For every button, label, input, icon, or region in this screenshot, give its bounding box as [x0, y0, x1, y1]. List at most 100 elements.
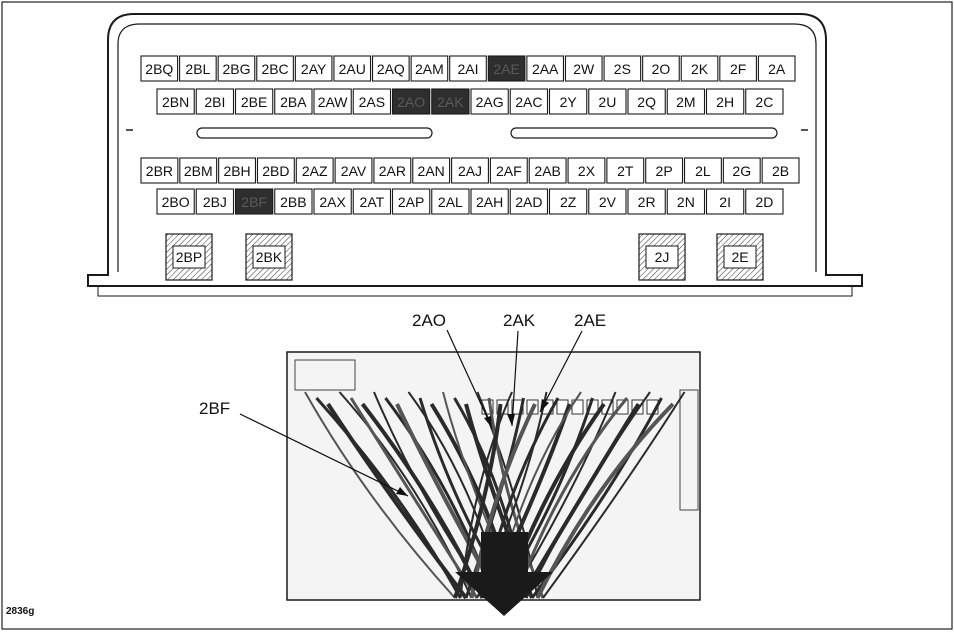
pin-2ah: 2AH: [470, 188, 509, 215]
pin-label: 2BO: [162, 194, 190, 210]
pin-2bm: 2BM: [179, 157, 218, 184]
connector-photo: [286, 351, 701, 616]
callout-2ae: 2AE: [539, 311, 606, 413]
pin-2am: 2AM: [410, 55, 449, 82]
power-pin-2e: 2E: [716, 233, 764, 281]
pin-2br: 2BR: [140, 157, 179, 184]
pin-2b: 2B: [761, 157, 800, 184]
pin-2t: 2T: [606, 157, 645, 184]
pin-2f: 2F: [719, 55, 757, 82]
pin-2i: 2I: [705, 188, 745, 215]
socket: [616, 399, 629, 415]
pin-2ae: 2AE: [487, 55, 526, 82]
callout-label: 2BF: [199, 399, 230, 418]
pin-2av: 2AV: [334, 157, 373, 184]
pin-2bc: 2BC: [256, 55, 294, 82]
pin-2bg: 2BG: [217, 55, 256, 82]
power-pin-2bk: 2BK: [245, 233, 293, 281]
wire: [459, 391, 513, 599]
pin-label: 2AF: [496, 163, 522, 179]
pin-2bb: 2BB: [274, 188, 313, 215]
callout-label: 2AK: [503, 311, 536, 330]
pin-label: 2AB: [534, 163, 560, 179]
pin-2an: 2AN: [412, 157, 451, 184]
pin-label: 2AD: [515, 194, 542, 210]
connector-housing: [87, 13, 863, 297]
wire: [535, 402, 675, 599]
pin-label: 2G: [732, 163, 751, 179]
pin-label: 2X: [578, 163, 596, 179]
pin-2ab: 2AB: [528, 157, 567, 184]
pin-label: 2BJ: [203, 194, 227, 210]
pin-label: 2AK: [437, 94, 464, 110]
callout-2ao: 2AO: [412, 311, 493, 429]
pin-label: 2AH: [476, 194, 503, 210]
pin-label: 2BF: [241, 194, 267, 210]
pin-label: 2O: [652, 61, 671, 77]
down-arrow-icon: [455, 532, 553, 616]
pin-label: 2T: [617, 163, 634, 179]
pin-label: 2AS: [359, 94, 385, 110]
wire: [349, 397, 479, 599]
pin-label: 2AY: [301, 61, 327, 77]
pin-label: 2AX: [319, 194, 346, 210]
pin-2as: 2AS: [352, 88, 392, 115]
pin-2aw: 2AW: [313, 88, 352, 115]
wire: [326, 402, 468, 600]
pin-label: 2U: [598, 94, 616, 110]
pin-2bd: 2BD: [256, 157, 295, 184]
pin-2y: 2Y: [548, 88, 588, 115]
pin-2m: 2M: [666, 88, 706, 115]
pin-label: 2V: [599, 194, 617, 210]
pin-2ao: 2AO: [391, 88, 431, 115]
pin-2bf: 2BF: [234, 188, 274, 215]
pin-label: 2AM: [415, 61, 444, 77]
pin-label: 2BQ: [145, 61, 173, 77]
pin-label: 2C: [755, 94, 773, 110]
pin-2l: 2L: [683, 157, 722, 184]
pin-2ac: 2AC: [509, 88, 549, 115]
pin-label: 2BH: [223, 163, 250, 179]
pin-2w: 2W: [564, 55, 603, 82]
pin-2at: 2AT: [352, 188, 392, 215]
pin-label: 2AR: [379, 163, 406, 179]
callout-2bf: 2BF: [199, 399, 409, 497]
power-pin-2j: 2J: [638, 233, 686, 281]
pin-label: 2BM: [184, 163, 213, 179]
power-pin-2bp: 2BP: [165, 233, 213, 281]
pin-2u: 2U: [588, 88, 627, 115]
pin-2h: 2H: [705, 88, 745, 115]
pin-label: 2L: [695, 163, 711, 179]
pin-2a: 2A: [757, 55, 796, 82]
pin-label: 2AW: [318, 94, 349, 110]
pin-2x: 2X: [567, 157, 606, 184]
pin-2aq: 2AQ: [371, 55, 410, 82]
pin-2ap: 2AP: [391, 188, 431, 215]
pin-label: 2H: [716, 94, 734, 110]
pin-label: 2R: [638, 194, 656, 210]
pin-label: 2AJ: [458, 163, 482, 179]
pin-label: 2M: [676, 94, 695, 110]
pin-2bo: 2BO: [156, 188, 195, 215]
pin-2al: 2AL: [431, 188, 470, 215]
pin-label: 2P: [656, 163, 673, 179]
power-pin-label: 2BK: [256, 249, 283, 265]
pin-label: 2BD: [262, 163, 289, 179]
pin-label: 2N: [677, 194, 695, 210]
pin-2ay: 2AY: [294, 55, 333, 82]
pin-2r: 2R: [627, 188, 666, 215]
pin-label: 2AU: [339, 61, 366, 77]
pin-label: 2AP: [398, 194, 424, 210]
pin-2p: 2P: [645, 157, 684, 184]
pin-label: 2AA: [532, 61, 559, 77]
pin-label: 2AI: [457, 61, 478, 77]
pin-2z: 2Z: [548, 188, 588, 215]
pin-2o: 2O: [642, 55, 680, 82]
pin-label: 2A: [768, 61, 786, 77]
pin-label: 2BN: [162, 94, 189, 110]
pin-label: 2BI: [204, 94, 225, 110]
pin-label: 2AL: [438, 194, 463, 210]
pin-label: 2BG: [222, 61, 250, 77]
